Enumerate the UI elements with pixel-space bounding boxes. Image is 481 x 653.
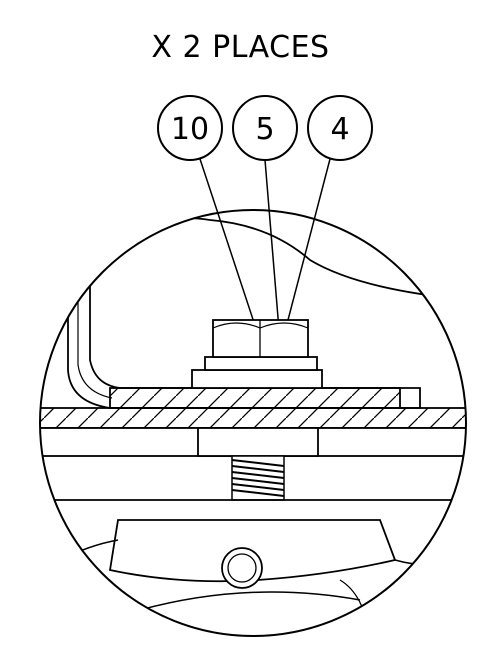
balloon-label-10: 10 [171,112,209,147]
washer-small [204,356,318,371]
detail-circle [39,209,467,637]
block-under-plate [197,427,319,457]
balloon-5: 5 [232,95,298,161]
balloon-4: 4 [307,95,373,161]
hatched-plate [40,407,466,429]
hatched-sheet-upper [109,387,401,409]
quantity-note: X 2 PLACES [151,30,330,65]
washer-large [191,369,323,389]
balloon-10: 10 [157,95,223,161]
balloon-label-5: 5 [255,112,274,147]
stud-threads [231,459,285,497]
balloon-label-4: 4 [330,112,349,147]
leader-4 [281,158,331,344]
